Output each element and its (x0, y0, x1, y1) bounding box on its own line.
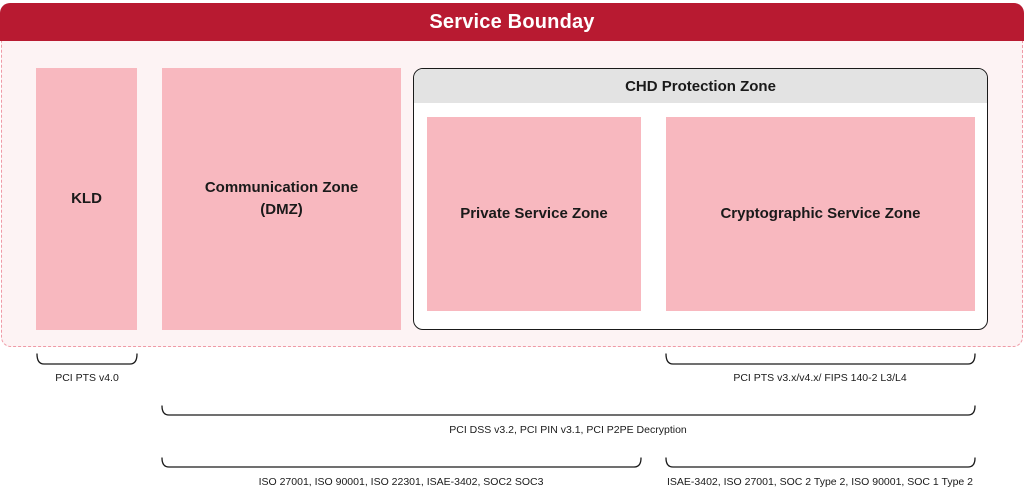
cryptographic-service-zone-label: Cryptographic Service Zone (720, 205, 921, 222)
kld-compliance-label: PCI PTS v4.0 (55, 372, 119, 384)
communication-zone: Communication Zone (DMZ) (162, 68, 401, 330)
dss-bracket (161, 405, 976, 416)
cryptographic-service-zone: Cryptographic Service Zone (666, 117, 975, 311)
kld-zone: KLD (36, 68, 137, 330)
private-service-zone-label: Private Service Zone (460, 205, 608, 222)
kld-zone-label: KLD (71, 190, 102, 207)
crypto-compliance-label: PCI PTS v3.x/v4.x/ FIPS 140-2 L3/L4 (733, 372, 907, 384)
iso-left-bracket (161, 457, 642, 468)
kld-bracket (36, 353, 138, 365)
communication-zone-sublabel: (DMZ) (260, 201, 303, 218)
crypto-bracket (665, 353, 976, 365)
chd-protection-zone-title: CHD Protection Zone (414, 69, 987, 103)
dss-compliance-label: PCI DSS v3.2, PCI PIN v3.1, PCI P2PE Dec… (449, 424, 687, 436)
iso-right-bracket (665, 457, 976, 468)
communication-zone-label: Communication Zone (204, 179, 359, 196)
private-service-zone: Private Service Zone (427, 117, 641, 311)
iso-left-compliance-label: ISO 27001, ISO 90001, ISO 22301, ISAE-34… (258, 476, 544, 488)
service-boundary-title: Service Bounday (0, 3, 1024, 41)
iso-right-compliance-label: ISAE-3402, ISO 27001, SOC 2 Type 2, ISO … (666, 476, 974, 488)
